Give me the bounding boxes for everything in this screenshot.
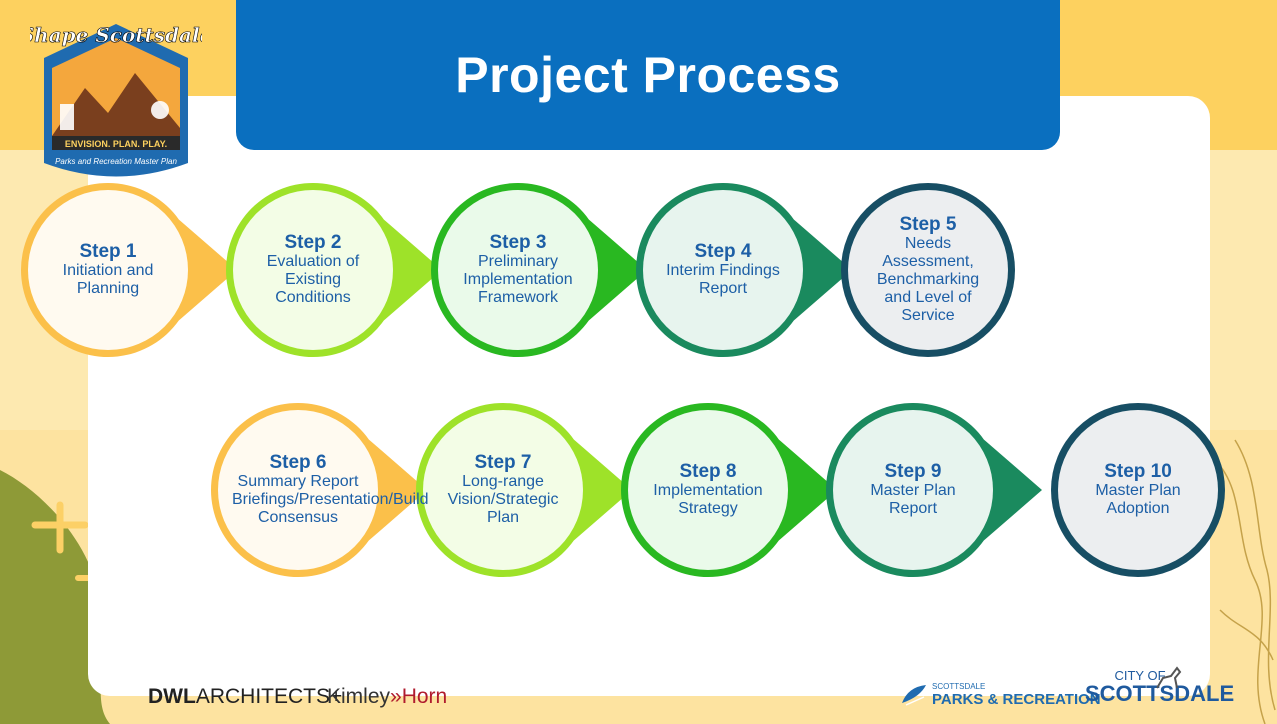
city-small-text: CITY OF xyxy=(1114,668,1166,683)
step-7-description: Long-range Vision/Strategic Plan xyxy=(447,473,559,526)
leaf-book-icon xyxy=(902,685,926,706)
step-4-number: Step 4 xyxy=(694,241,752,262)
step-4-shape xyxy=(636,183,852,357)
step-6-number: Step 6 xyxy=(269,452,327,473)
step-3-number: Step 3 xyxy=(489,232,547,253)
title-banner: Project Process xyxy=(236,0,1060,150)
step-9-description: Master Plan Report xyxy=(870,482,956,517)
logo-tagline: ENVISION. PLAN. PLAY. xyxy=(65,139,167,149)
step-8-number: Step 8 xyxy=(679,461,737,482)
step-10-number: Step 10 xyxy=(1104,461,1172,482)
logo-wordmark: Shape Scottsdale xyxy=(30,23,202,47)
step-1-number: Step 1 xyxy=(79,241,137,262)
step-9-shape xyxy=(826,403,1042,577)
step-6-description: Summary Report Briefings/Presentation/Bu… xyxy=(232,473,429,526)
step-5-number: Step 5 xyxy=(899,214,957,235)
dwl-rest-text: ARCHITECTS+ xyxy=(195,685,343,708)
city-of-scottsdale-logo: CITY OF SCOTTSDALE xyxy=(1085,666,1235,706)
shape-scottsdale-logo: Shape Scottsdale ENVISION. PLAN. PLAY. P… xyxy=(30,23,202,177)
step-2-shape xyxy=(226,183,442,357)
step-7-shape xyxy=(416,403,632,577)
step-5-description: Needs Assessment, Benchmarking and Level… xyxy=(876,235,980,324)
step-10-description: Master Plan Adoption xyxy=(1095,482,1181,517)
logo-subtitle: Parks and Recreation Master Plan xyxy=(55,157,177,166)
parks-big-text: PARKS & RECREATION xyxy=(932,691,1101,708)
step-7-number: Step 7 xyxy=(474,452,532,473)
parks-recreation-logo: SCOTTSDALE PARKS & RECREATION xyxy=(900,680,1101,710)
step-6-shape xyxy=(211,403,427,577)
horn-text: Horn xyxy=(401,685,448,708)
kimley-chevron-icon: » xyxy=(390,685,402,708)
step-1-shape xyxy=(21,183,237,357)
step-8-description: Implementation Strategy xyxy=(653,482,763,517)
kimley-horn-logo: Kimley»Horn xyxy=(327,685,447,709)
step-3-shape xyxy=(431,183,647,357)
step-8-shape xyxy=(621,403,837,577)
page-title: Project Process xyxy=(455,47,841,103)
step-3-description: Preliminary Implementation Framework xyxy=(463,253,573,306)
parks-small-text: SCOTTSDALE xyxy=(932,682,986,691)
step-2-description: Evaluation of Existing Conditions xyxy=(266,253,360,306)
dwl-architects-logo: DWLARCHITECTS+ xyxy=(148,685,342,709)
step-2-number: Step 2 xyxy=(284,232,342,253)
step-1-description: Initiation and Planning xyxy=(62,262,154,297)
kimley-text: Kimley xyxy=(327,685,391,708)
step-10-shape xyxy=(1051,403,1225,577)
topo-lines-decoration xyxy=(1214,439,1276,724)
city-big-text: SCOTTSDALE xyxy=(1085,681,1235,706)
dwl-bold-text: DWL xyxy=(148,685,196,708)
step-4-description: Interim Findings Report xyxy=(666,262,780,297)
step-5-shape xyxy=(841,183,1015,357)
horse-rider-icon xyxy=(1156,666,1182,689)
step-9-number: Step 9 xyxy=(884,461,942,482)
